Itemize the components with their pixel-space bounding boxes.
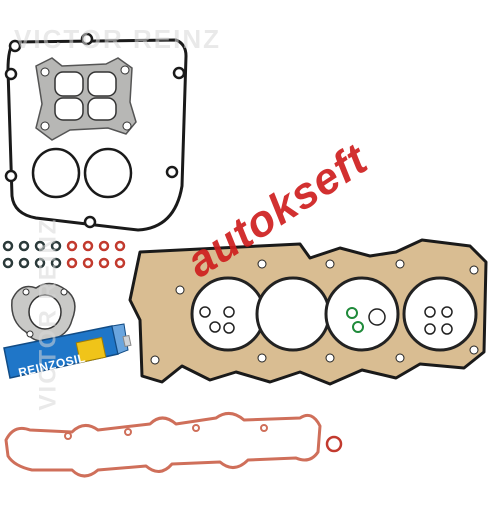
o-ring-left xyxy=(31,147,81,199)
seal-ring xyxy=(325,435,343,453)
o-ring-right xyxy=(83,147,133,199)
manifold-gasket xyxy=(4,412,322,478)
cylinder-head-gasket xyxy=(128,238,488,386)
brand-watermark-left: VICTOR REINZ xyxy=(34,217,62,411)
sealant-tube xyxy=(3,323,132,379)
brand-watermark-top: VICTOR REINZ xyxy=(14,24,221,54)
timing-cover-gasket xyxy=(4,32,188,232)
valve-stem-seals xyxy=(2,240,126,269)
flange-gasket xyxy=(35,57,137,141)
pump-gasket xyxy=(11,282,76,342)
